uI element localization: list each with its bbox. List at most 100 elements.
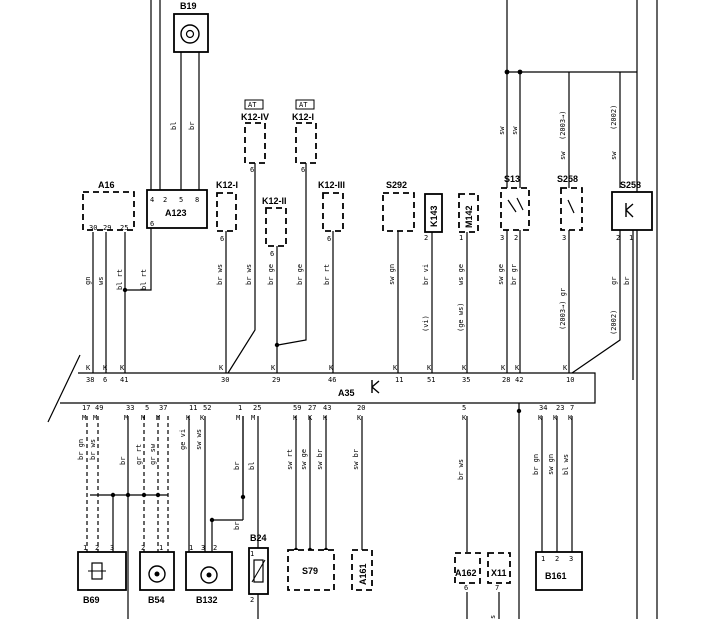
svg-text:K: K xyxy=(538,414,543,422)
svg-text:K12-I: K12-I xyxy=(216,180,238,190)
svg-text:42: 42 xyxy=(515,376,523,384)
svg-text:br gn: br gn xyxy=(532,454,540,475)
svg-text:br: br xyxy=(233,522,241,530)
svg-text:K: K xyxy=(219,364,224,372)
svg-text:B54: B54 xyxy=(148,595,165,605)
svg-text:23: 23 xyxy=(556,404,564,412)
a161-module: sw br A161 xyxy=(351,416,373,591)
svg-text:7: 7 xyxy=(570,404,574,412)
svg-text:K: K xyxy=(563,364,568,372)
svg-text:6: 6 xyxy=(327,235,331,243)
svg-text:bl: bl xyxy=(170,122,178,130)
svg-text:3: 3 xyxy=(500,234,504,242)
sensor-group-left: br gn br ws br gr rt gr sw 1 2 3 B69 2 1… xyxy=(77,416,246,619)
svg-text:M142: M142 xyxy=(464,205,474,228)
svg-text:K143: K143 xyxy=(429,205,439,227)
svg-text:K: K xyxy=(462,414,467,422)
svg-text:6: 6 xyxy=(250,166,254,174)
svg-text:A161: A161 xyxy=(358,563,368,585)
svg-text:4: 4 xyxy=(150,196,154,204)
svg-text:ge vi: ge vi xyxy=(179,429,187,450)
svg-text:bl rt: bl rt xyxy=(116,269,124,290)
a35-label: A35 xyxy=(338,388,355,398)
svg-text:2: 2 xyxy=(163,196,167,204)
a35-bus: A35 xyxy=(47,354,596,423)
svg-text:gr sw: gr sw xyxy=(149,443,157,465)
svg-text:br ws: br ws xyxy=(457,459,465,480)
svg-text:33: 33 xyxy=(126,404,134,412)
k143-relay: K143 2 br vi (vi) xyxy=(422,193,443,373)
svg-text:br rt: br rt xyxy=(323,264,331,285)
svg-text:2: 2 xyxy=(555,555,559,563)
svg-text:sw: sw xyxy=(498,126,506,135)
transistor-icon xyxy=(625,203,634,218)
svg-text:br: br xyxy=(233,462,241,470)
svg-text:AT: AT xyxy=(299,101,308,109)
svg-text:A16: A16 xyxy=(98,180,115,190)
svg-text:3: 3 xyxy=(562,234,566,242)
svg-text:28: 28 xyxy=(502,376,510,384)
svg-text:br gr: br gr xyxy=(510,264,518,285)
svg-text:1: 1 xyxy=(459,234,463,242)
svg-text:br ge: br ge xyxy=(296,264,304,285)
svg-text:(ge ws): (ge ws) xyxy=(457,302,465,332)
svg-text:1: 1 xyxy=(189,544,193,552)
svg-text:1: 1 xyxy=(250,550,254,558)
svg-text:s: s xyxy=(489,615,497,619)
svg-text:gr: gr xyxy=(610,277,618,285)
svg-text:37: 37 xyxy=(159,404,167,412)
svg-text:8: 8 xyxy=(195,196,199,204)
svg-text:25: 25 xyxy=(253,404,261,412)
svg-text:B132: B132 xyxy=(196,595,218,605)
svg-text:5: 5 xyxy=(145,404,149,412)
svg-text:B161: B161 xyxy=(545,571,567,581)
svg-text:2: 2 xyxy=(424,234,428,242)
b19-sensor: B19 bl br xyxy=(150,0,209,190)
svg-text:2: 2 xyxy=(514,234,518,242)
svg-text:3: 3 xyxy=(569,555,573,563)
svg-text:br ge: br ge xyxy=(267,264,275,285)
svg-text:M: M xyxy=(93,414,97,422)
svg-text:59: 59 xyxy=(293,404,301,412)
svg-text:sw: sw xyxy=(610,151,618,160)
svg-text:K: K xyxy=(186,414,191,422)
svg-text:11: 11 xyxy=(395,376,403,384)
svg-text:M: M xyxy=(156,414,160,422)
svg-text:br: br xyxy=(623,277,631,285)
svg-text:K: K xyxy=(308,414,313,422)
svg-text:6: 6 xyxy=(301,166,305,174)
svg-text:2: 2 xyxy=(95,544,99,552)
svg-text:17: 17 xyxy=(82,404,90,412)
svg-text:sw ge: sw ge xyxy=(300,449,308,470)
svg-text:K: K xyxy=(553,414,558,422)
svg-text:B24: B24 xyxy=(250,533,267,543)
svg-text:30: 30 xyxy=(89,224,97,232)
svg-text:S79: S79 xyxy=(302,566,318,576)
svg-text:11: 11 xyxy=(189,404,197,412)
svg-text:br ws: br ws xyxy=(216,264,224,285)
a16-module: A16 30 29 25 gn ws bl rt xyxy=(82,180,135,373)
svg-text:sw: sw xyxy=(559,151,567,160)
svg-text:K12-I: K12-I xyxy=(292,112,314,122)
svg-text:sw gn: sw gn xyxy=(388,264,396,285)
svg-text:bl rt: bl rt xyxy=(140,269,148,290)
svg-text:51: 51 xyxy=(427,376,435,384)
svg-text:S292: S292 xyxy=(386,180,407,190)
svg-text:gr rt: gr rt xyxy=(135,444,143,465)
svg-text:2: 2 xyxy=(616,234,620,242)
svg-text:(2002): (2002) xyxy=(610,310,618,335)
svg-text:K: K xyxy=(393,364,398,372)
svg-text:34: 34 xyxy=(539,404,547,412)
svg-text:K: K xyxy=(293,414,298,422)
svg-text:S258: S258 xyxy=(557,174,578,184)
svg-text:br: br xyxy=(188,122,196,130)
svg-text:46: 46 xyxy=(328,376,336,384)
k12-i-at-relay: AT K12-I 6 br ge xyxy=(277,99,317,346)
k12-i-relay: K12-I 6 br ws xyxy=(216,180,238,373)
svg-text:6: 6 xyxy=(270,250,274,258)
b19-label: B19 xyxy=(180,1,197,11)
svg-text:29: 29 xyxy=(103,224,111,232)
svg-text:52: 52 xyxy=(203,404,211,412)
svg-text:br: br xyxy=(119,457,127,465)
